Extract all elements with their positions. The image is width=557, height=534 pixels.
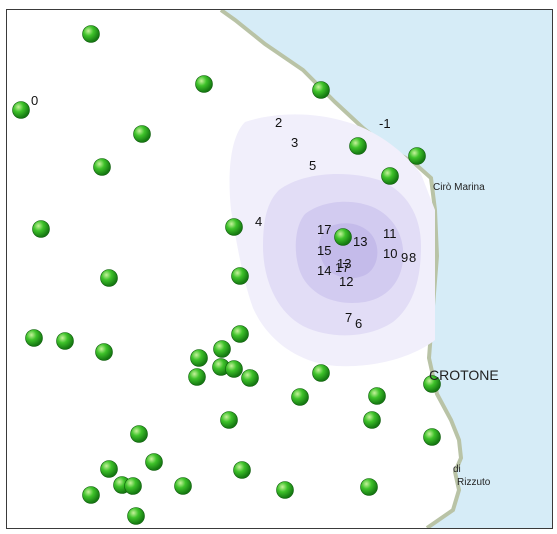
station-marker[interactable] (334, 228, 352, 246)
station-marker[interactable] (190, 349, 208, 367)
value-label: 0 (31, 93, 38, 108)
value-label: 3 (291, 135, 298, 150)
value-label: 12 (339, 274, 353, 289)
station-marker[interactable] (32, 220, 50, 238)
station-marker[interactable] (276, 481, 294, 499)
place-label-ciro-marina: Cirò Marina (433, 182, 485, 193)
station-marker[interactable] (231, 325, 249, 343)
station-marker[interactable] (174, 477, 192, 495)
station-marker[interactable] (188, 368, 206, 386)
value-label: 17 (317, 222, 331, 237)
station-marker[interactable] (368, 387, 386, 405)
station-marker[interactable] (233, 461, 251, 479)
station-marker[interactable] (241, 369, 259, 387)
value-label: 2 (275, 115, 282, 130)
station-marker[interactable] (220, 411, 238, 429)
station-marker[interactable] (312, 81, 330, 99)
station-marker[interactable] (124, 477, 142, 495)
value-label: 8 (409, 250, 416, 265)
station-marker[interactable] (312, 364, 330, 382)
value-label: 13 (353, 234, 367, 249)
station-marker[interactable] (381, 167, 399, 185)
value-label: 10 (383, 246, 397, 261)
coastline (219, 10, 464, 528)
station-marker[interactable] (225, 360, 243, 378)
station-marker[interactable] (423, 375, 441, 393)
place-label-capo-rizzuto: Rizzuto (457, 477, 491, 488)
station-marker[interactable] (213, 340, 231, 358)
value-label: 5 (309, 158, 316, 173)
station-marker[interactable] (133, 125, 151, 143)
place-label-crotone: CROTONE (429, 367, 499, 383)
station-marker[interactable] (291, 388, 309, 406)
station-marker[interactable] (145, 453, 163, 471)
station-marker[interactable] (423, 428, 441, 446)
contour-band-core (319, 223, 378, 279)
value-label: 17 (335, 260, 349, 275)
value-label: 7 (345, 310, 352, 325)
station-marker[interactable] (82, 486, 100, 504)
station-marker[interactable] (360, 478, 378, 496)
station-marker[interactable] (12, 101, 30, 119)
station-marker[interactable] (93, 158, 111, 176)
station-marker[interactable] (100, 269, 118, 287)
value-label: 4 (255, 214, 262, 229)
station-marker[interactable] (349, 137, 367, 155)
station-layer (12, 25, 441, 525)
value-label: 13 (337, 256, 351, 271)
station-marker[interactable] (231, 267, 249, 285)
station-marker[interactable] (82, 25, 100, 43)
value-label: 14 (317, 263, 331, 278)
station-marker[interactable] (225, 218, 243, 236)
place-label-capo-rizzuto-prefix: di (453, 464, 461, 475)
station-marker[interactable] (127, 507, 145, 525)
value-label: 9 (401, 250, 408, 265)
value-label: 11 (383, 226, 397, 241)
station-marker[interactable] (100, 460, 118, 478)
station-marker[interactable] (56, 332, 74, 350)
value-label: -1 (379, 116, 391, 131)
station-marker[interactable] (95, 343, 113, 361)
station-marker[interactable] (195, 75, 213, 93)
station-marker[interactable] (25, 329, 43, 347)
value-label: 6 (355, 316, 362, 331)
value-label: 15 (317, 243, 331, 258)
station-marker[interactable] (363, 411, 381, 429)
station-marker[interactable] (408, 147, 426, 165)
station-marker[interactable] (130, 425, 148, 443)
